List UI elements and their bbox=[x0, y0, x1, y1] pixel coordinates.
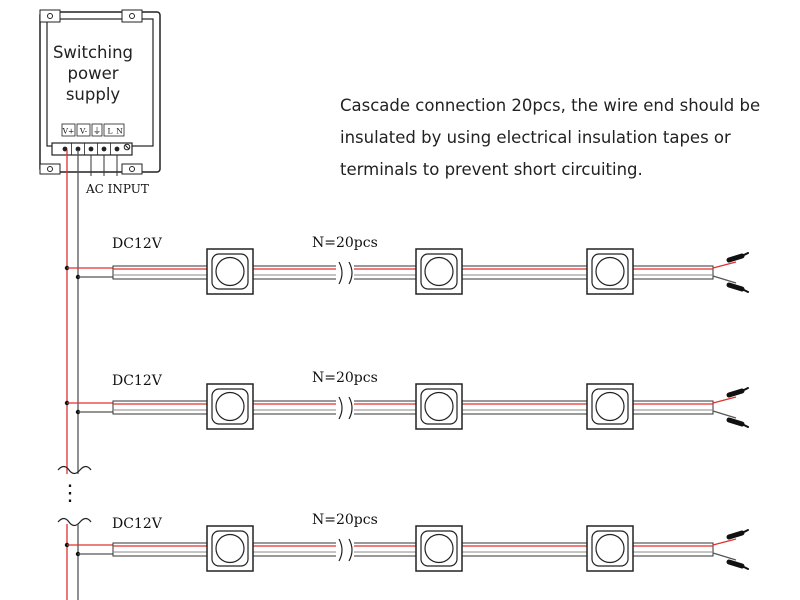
cascade-note: Cascade connection 20pcs, the wire end s… bbox=[340, 90, 795, 186]
led-module bbox=[586, 525, 634, 572]
break-symbol bbox=[338, 396, 353, 420]
led-lens bbox=[424, 256, 454, 287]
led-lens bbox=[215, 256, 245, 287]
led-module bbox=[415, 248, 463, 295]
led-module bbox=[206, 525, 254, 572]
led-lens bbox=[215, 533, 245, 564]
power-supply: Switching power supply V+ V- ⏚ L N bbox=[39, 9, 161, 175]
note-line: Cascade connection 20pcs, the wire end s… bbox=[340, 96, 761, 115]
ac-input-label: AC INPUT bbox=[85, 182, 149, 196]
led-module bbox=[206, 248, 254, 295]
terminal-label-box bbox=[91, 123, 103, 137]
mount-hole bbox=[129, 166, 135, 172]
led-lens bbox=[595, 391, 625, 422]
led-lens bbox=[595, 256, 625, 287]
note-line: terminals to prevent short circuiting. bbox=[340, 160, 643, 179]
terminal-label-box bbox=[61, 123, 76, 137]
mount-hole bbox=[129, 13, 135, 19]
mount-tab bbox=[39, 163, 61, 175]
continuation-dots: ⋮ bbox=[59, 481, 81, 506]
wire-break bbox=[336, 397, 354, 419]
insulation-cap bbox=[726, 417, 745, 427]
terminal-screw bbox=[88, 146, 94, 152]
led-module bbox=[206, 383, 254, 430]
led-string-1: DC12V N=20pcs bbox=[64, 235, 749, 295]
continuation-ellipsis: ⋮ bbox=[59, 481, 81, 506]
terminal-screws bbox=[62, 143, 120, 155]
led-lens bbox=[424, 533, 454, 564]
voltage-label: DC12V bbox=[112, 236, 163, 252]
mount-tab bbox=[121, 9, 143, 23]
led-module bbox=[415, 525, 463, 572]
break-mark bbox=[57, 465, 92, 527]
terminal-label: L bbox=[108, 127, 113, 136]
wire-break bbox=[336, 262, 354, 284]
bus-bottom bbox=[66, 524, 79, 600]
led-module bbox=[586, 383, 634, 430]
terminal-label-box bbox=[103, 123, 125, 137]
insulation-cap bbox=[726, 253, 745, 263]
adjust-pot bbox=[123, 143, 131, 151]
insulation-cap bbox=[726, 388, 745, 398]
voltage-label: DC12V bbox=[112, 373, 163, 389]
terminal-screw bbox=[114, 146, 120, 152]
terminal-label: V- bbox=[79, 127, 88, 136]
terminal-screw bbox=[75, 146, 81, 152]
terminal-screw bbox=[101, 146, 107, 152]
led-string-3: DC12V N=20pcs bbox=[64, 512, 749, 572]
led-module bbox=[415, 383, 463, 430]
psu-title-line: Switching bbox=[53, 43, 133, 62]
break-symbol bbox=[338, 538, 353, 562]
count-label: N=20pcs bbox=[312, 370, 378, 386]
terminal-label: V+ bbox=[62, 127, 75, 136]
terminal-label: ⏚ bbox=[93, 127, 101, 136]
voltage-label: DC12V bbox=[112, 516, 163, 532]
break-symbol bbox=[338, 261, 353, 285]
led-lens bbox=[215, 391, 245, 422]
count-label: N=20pcs bbox=[312, 235, 378, 251]
power-supply-outer bbox=[39, 11, 161, 173]
insulated-wire-ends bbox=[712, 252, 749, 293]
terminal-label: N bbox=[116, 127, 123, 136]
mount-hole bbox=[47, 13, 53, 19]
mount-tab bbox=[39, 9, 61, 23]
count-label: N=20pcs bbox=[312, 512, 378, 528]
wire-break bbox=[336, 539, 354, 561]
insulated-wire-ends bbox=[712, 387, 749, 428]
note-line: insulated by using electrical insulation… bbox=[340, 128, 731, 147]
mount-tab bbox=[121, 163, 143, 175]
ac-input-wires bbox=[90, 155, 118, 176]
insulation-cap bbox=[726, 282, 745, 292]
mount-hole bbox=[47, 166, 53, 172]
led-string-2: DC12V N=20pcs bbox=[64, 370, 749, 430]
psu-title-line: power bbox=[68, 64, 119, 83]
led-lens bbox=[424, 391, 454, 422]
insulation-cap bbox=[726, 530, 745, 540]
terminal-label-box bbox=[76, 123, 91, 137]
psu-title-line: supply bbox=[66, 85, 121, 104]
led-lens bbox=[595, 533, 625, 564]
insulated-wire-ends bbox=[712, 529, 749, 570]
led-module bbox=[586, 248, 634, 295]
bus-top bbox=[66, 150, 79, 474]
terminal-screw bbox=[62, 146, 68, 152]
insulation-cap bbox=[726, 559, 745, 569]
